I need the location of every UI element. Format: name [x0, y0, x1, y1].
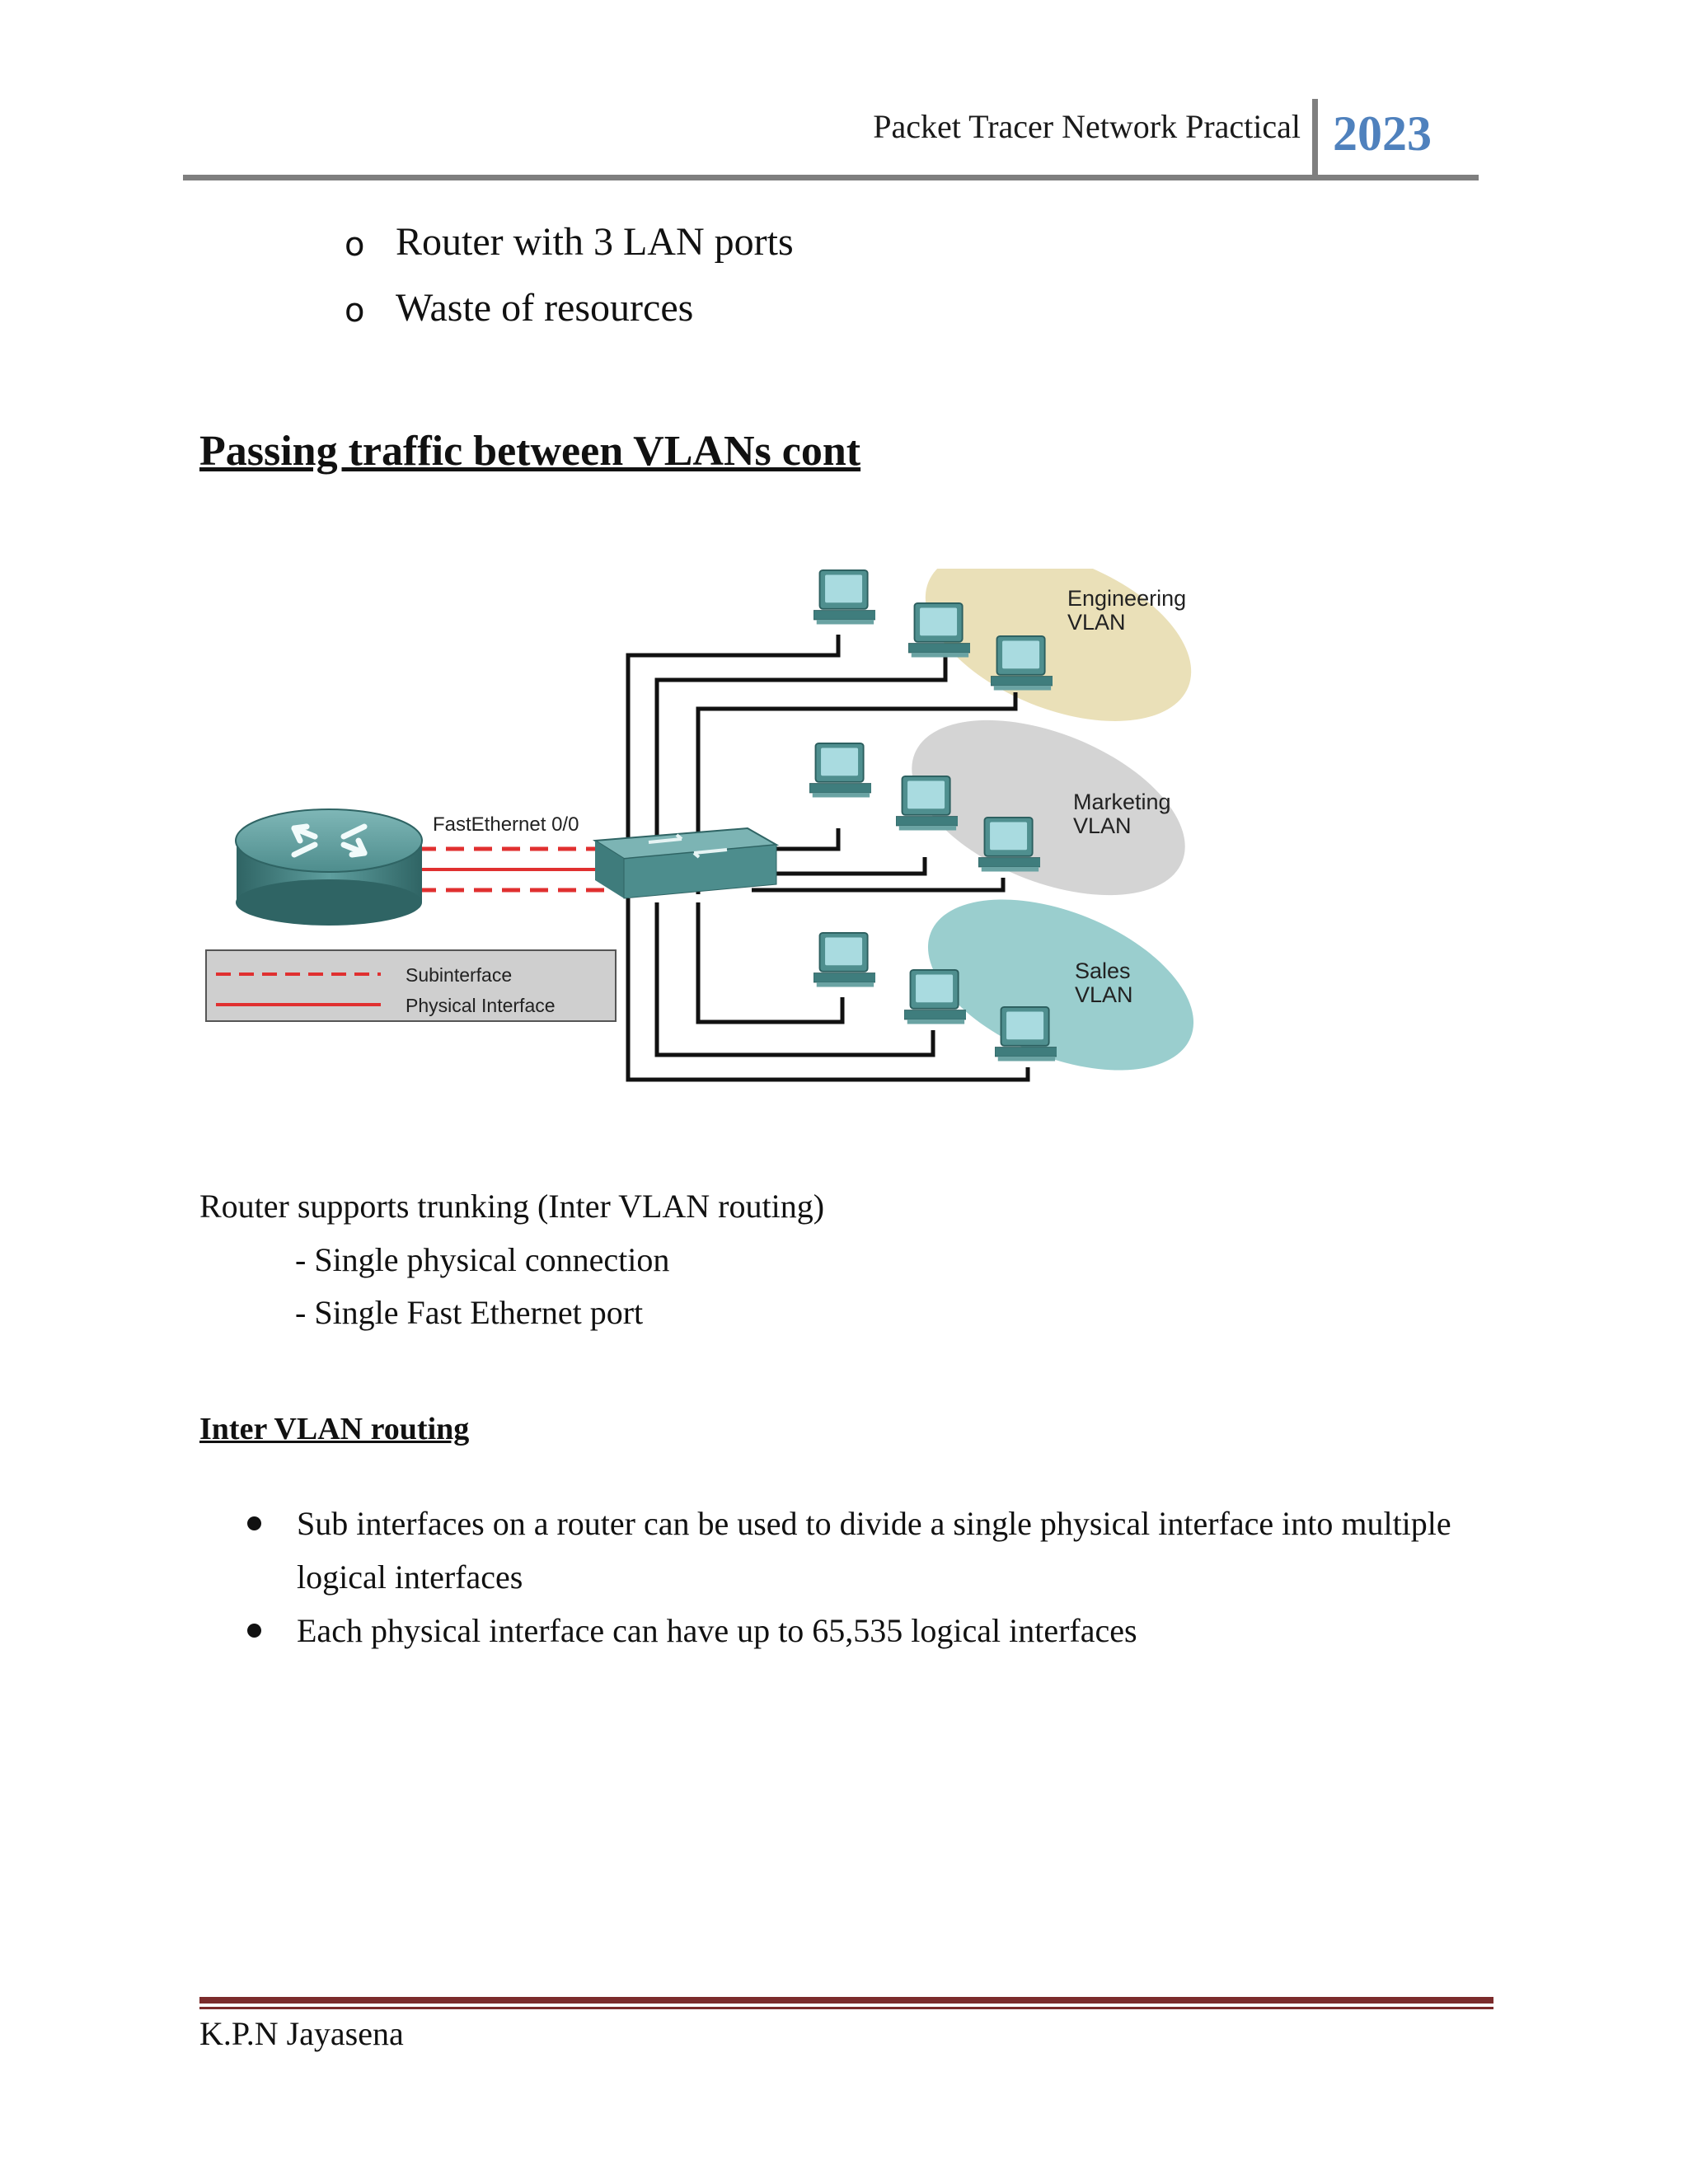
bullet-text: Each physical interface can have up to 6…	[297, 1612, 1137, 1649]
legend-subinterface: Subinterface	[406, 964, 512, 986]
diagram-legend: Subinterface Physical Interface	[205, 949, 617, 1022]
engineering-vlan-label-2: VLAN	[1067, 610, 1126, 635]
router-switch-links	[418, 846, 612, 893]
dash-item: - Single physical connection	[295, 1241, 670, 1278]
header-year: 2023	[1333, 106, 1432, 161]
section-heading: Passing traffic between VLANs cont	[199, 428, 861, 475]
vlan-diagram: Engineering VLAN Marketing VLAN Sales VL…	[199, 548, 1238, 1117]
header-rule	[183, 175, 1479, 180]
switch-icon	[592, 827, 780, 899]
header-separator	[1312, 99, 1318, 178]
router-icon	[235, 808, 423, 926]
footer-rule	[199, 1997, 1493, 2004]
marketing-vlan-label-2: VLAN	[1073, 813, 1132, 838]
bullet-text: Sub interfaces on a router can be used t…	[297, 1505, 1451, 1542]
list-item-text: Waste of resources	[396, 286, 694, 330]
marketing-vlan-area	[912, 719, 1185, 896]
sales-vlan-label: Sales	[1075, 958, 1131, 983]
list-item-text: Router with 3 LAN ports	[396, 220, 794, 264]
hollow-bullet-icon: o	[345, 226, 365, 264]
bullet-text-continued: logical interfaces	[297, 1558, 523, 1596]
router-port-label: FastEthernet 0/0	[433, 813, 579, 836]
cabling	[626, 635, 1030, 1082]
marketing-vlan-label: Marketing	[1073, 790, 1171, 814]
dash-item: - Single Fast Ethernet port	[295, 1294, 644, 1331]
legend-physical-interface: Physical Interface	[406, 995, 556, 1016]
hollow-bullet-icon: o	[345, 292, 365, 330]
sales-vlan-label-2: VLAN	[1075, 982, 1133, 1007]
header-title: Packet Tracer Network Practical	[873, 108, 1301, 145]
subheading: Inter VLAN routing	[199, 1412, 470, 1446]
footer-rule-thin	[199, 2007, 1493, 2009]
trunk-text: Router supports trunking (Inter VLAN rou…	[199, 1188, 825, 1225]
engineering-vlan-label: Engineering	[1067, 586, 1186, 611]
sales-vlan-area	[927, 899, 1194, 1071]
footer-author: K.P.N Jayasena	[199, 2015, 404, 2052]
